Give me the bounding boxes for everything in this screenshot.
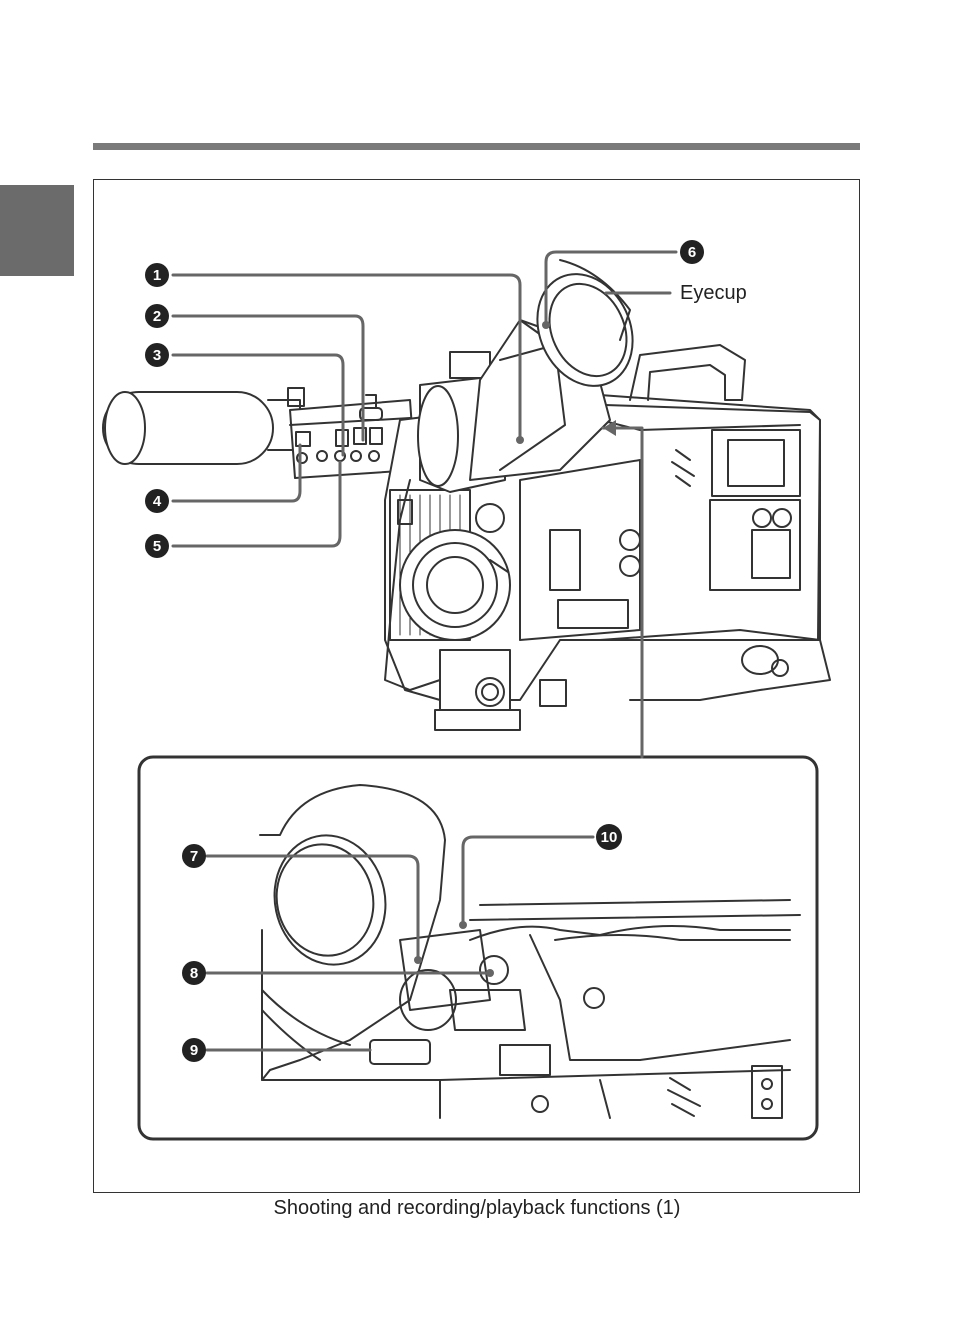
callout-marker-1: 1 <box>145 263 169 287</box>
callout-marker-9: 9 <box>182 1038 206 1062</box>
svg-text:2: 2 <box>153 308 161 325</box>
callout-marker-3: 3 <box>145 343 169 367</box>
svg-text:9: 9 <box>190 1042 198 1059</box>
figure-frame <box>93 179 860 1193</box>
eyecup-label: Eyecup <box>680 282 747 304</box>
detail-inset-drawing <box>259 784 801 1119</box>
callout-marker-7: 7 <box>182 844 206 868</box>
detail-inset-frame <box>137 755 819 1141</box>
svg-text:7: 7 <box>190 848 198 865</box>
callout-marker-8: 8 <box>182 961 206 985</box>
callout-marker-4: 4 <box>145 489 169 513</box>
callout-markers: 1 2 3 4 5 6 7 8 9 10 <box>145 240 704 1062</box>
arrow-head-icon <box>603 420 616 436</box>
callout-marker-2: 2 <box>145 304 169 328</box>
callout-marker-5: 5 <box>145 534 169 558</box>
audio-panel-drawing <box>289 394 416 479</box>
section-rule <box>93 143 860 150</box>
svg-text:6: 6 <box>688 244 696 261</box>
microphone-drawing <box>102 387 305 465</box>
lens-drawing <box>384 479 567 731</box>
viewfinder-drawing <box>417 259 634 493</box>
callout-marker-10: 10 <box>596 824 622 850</box>
callout-leader-lines <box>171 250 678 1052</box>
svg-text:8: 8 <box>190 965 198 982</box>
figure-caption: Shooting and recording/playback function… <box>273 1197 681 1219</box>
svg-text:5: 5 <box>153 538 161 555</box>
chapter-side-tab <box>0 185 74 276</box>
svg-text:3: 3 <box>153 347 161 364</box>
svg-text:10: 10 <box>601 829 618 846</box>
callout-marker-6: 6 <box>680 240 704 264</box>
svg-text:1: 1 <box>153 267 161 284</box>
svg-text:4: 4 <box>153 493 162 510</box>
